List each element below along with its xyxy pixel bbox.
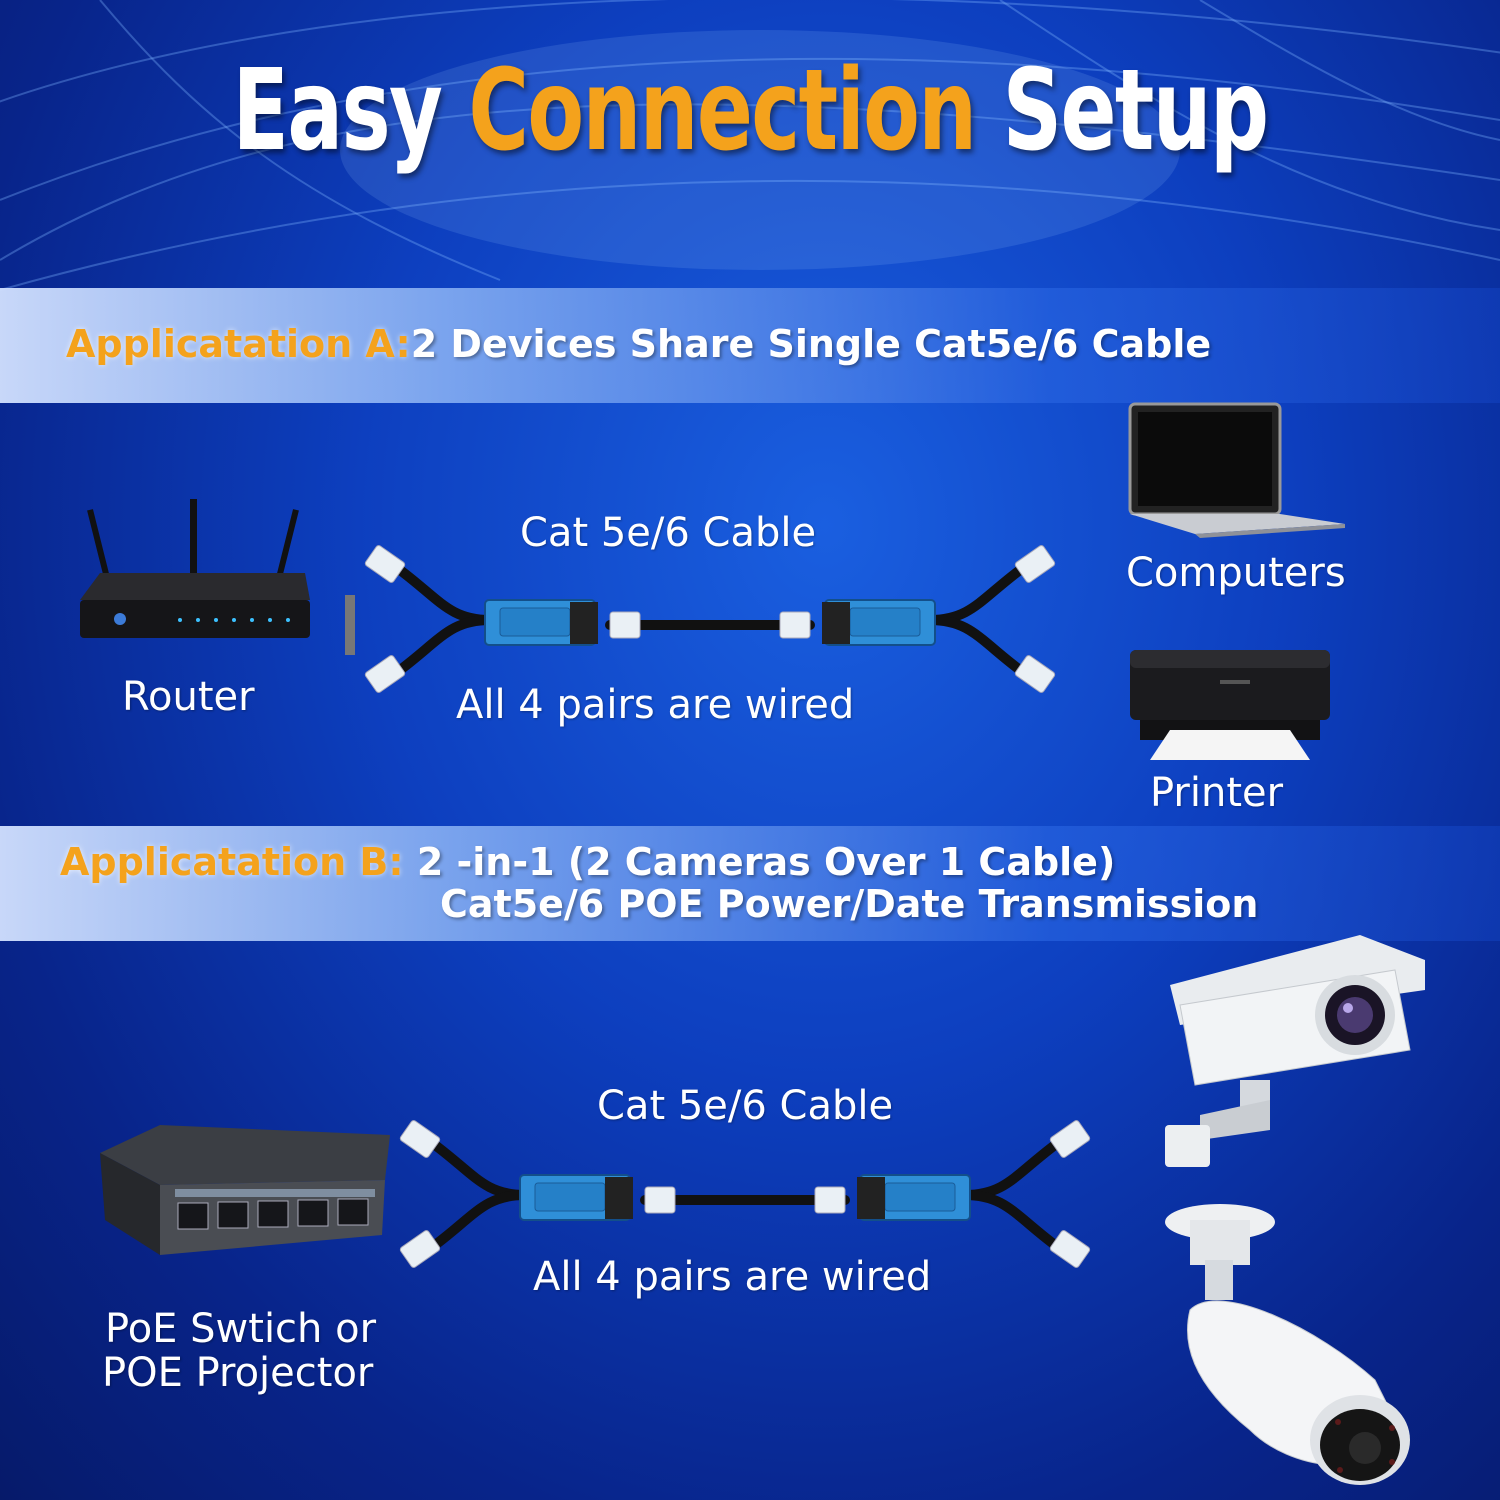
router-label: Router bbox=[122, 674, 255, 720]
laptop-icon bbox=[1128, 402, 1345, 538]
cable-a-label: Cat 5e/6 Cable bbox=[520, 510, 817, 556]
wired-a-label: All 4 pairs are wired bbox=[456, 682, 855, 728]
router-icon bbox=[80, 499, 310, 638]
splitter-cable-b bbox=[399, 1120, 1091, 1268]
splitter-cable-a bbox=[364, 545, 1056, 693]
application-a-banner bbox=[0, 288, 1500, 403]
poe-switch-icon bbox=[100, 1125, 390, 1255]
poe-source-label-2: POE Projector bbox=[102, 1350, 374, 1396]
printer-label: Printer bbox=[1150, 770, 1284, 816]
application-b-heading: Applicatation B: 2 -in-1 (2 Cameras Over… bbox=[60, 840, 1116, 884]
page-title: Easy Connection Setup bbox=[232, 46, 1270, 176]
router-cable-end bbox=[345, 595, 355, 655]
computers-label: Computers bbox=[1126, 550, 1346, 596]
application-b-subheading: Cat5e/6 POE Power/Date Transmission bbox=[440, 882, 1259, 926]
application-b-banner bbox=[0, 826, 1500, 941]
box-camera-icon bbox=[1165, 935, 1425, 1167]
poe-source-label-1: PoE Swtich or bbox=[105, 1306, 377, 1352]
bullet-camera-icon bbox=[1165, 1204, 1410, 1485]
printer-icon bbox=[1130, 650, 1330, 760]
wired-b-label: All 4 pairs are wired bbox=[533, 1254, 932, 1300]
cable-b-label: Cat 5e/6 Cable bbox=[597, 1083, 894, 1129]
application-a-heading: Applicatation A:2 Devices Share Single C… bbox=[66, 322, 1212, 366]
